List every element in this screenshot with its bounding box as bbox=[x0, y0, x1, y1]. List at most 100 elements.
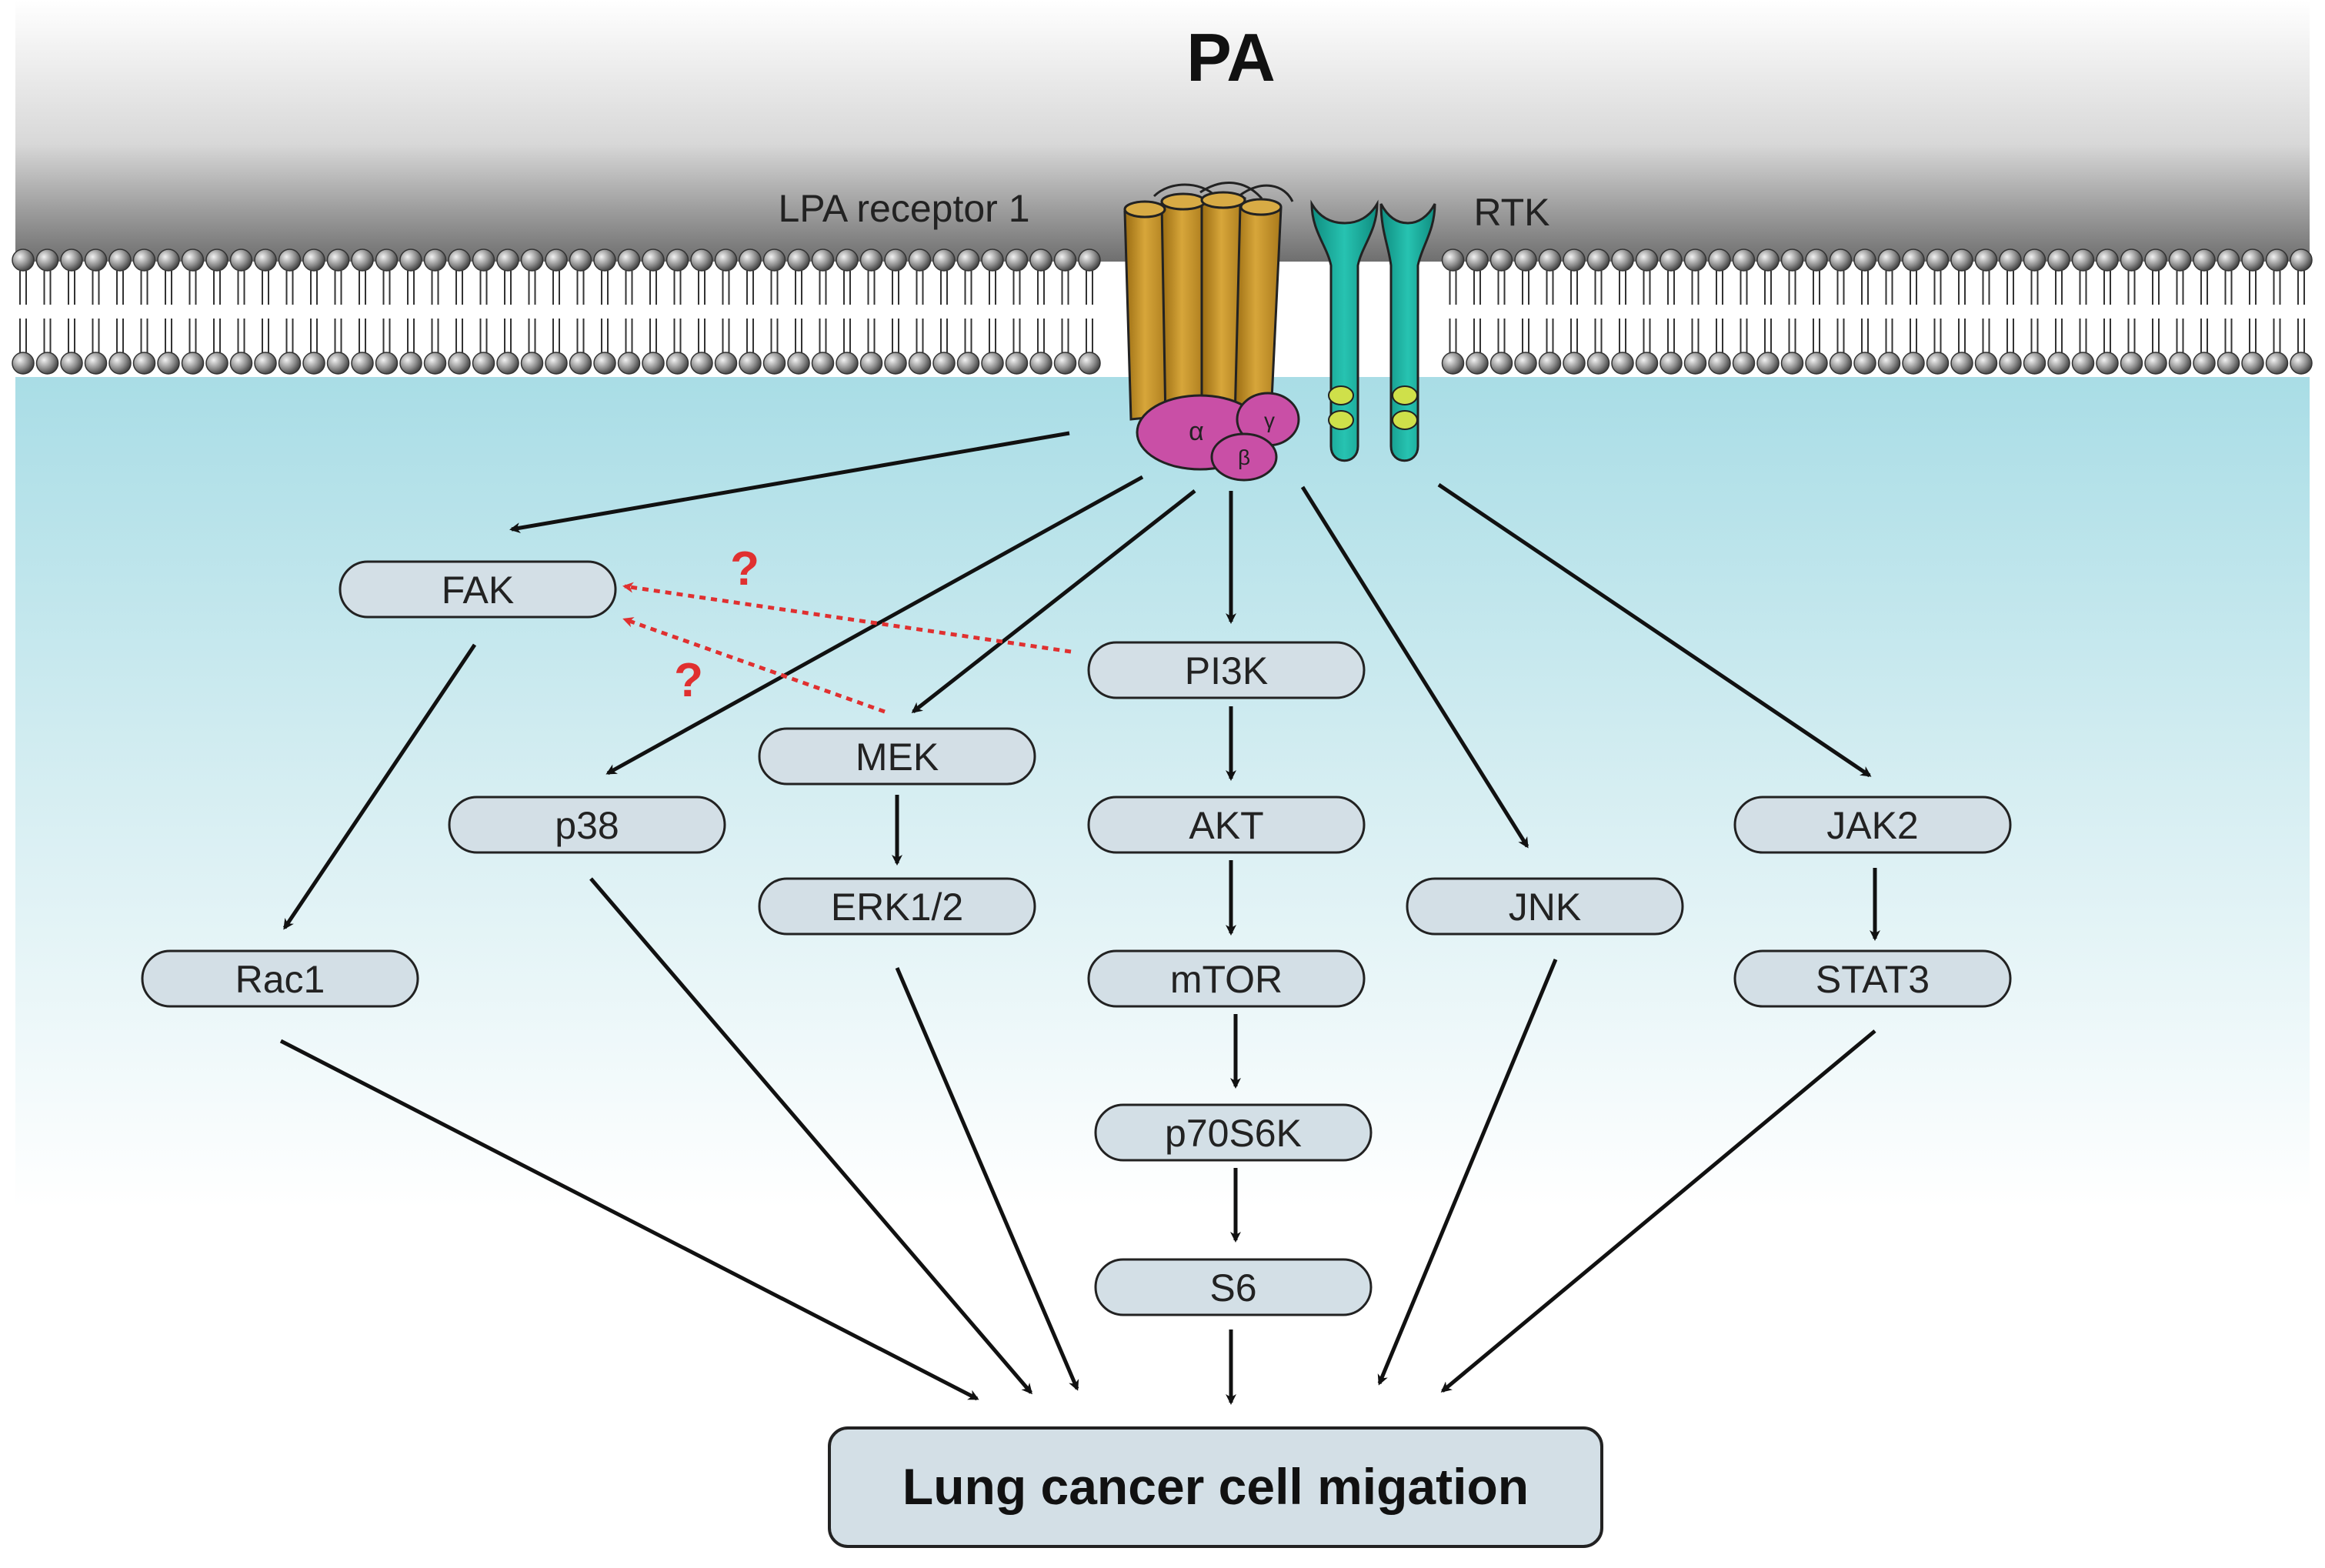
lipid-head bbox=[1563, 249, 1586, 272]
lipid-head bbox=[1902, 249, 1925, 272]
lipid-head bbox=[302, 249, 325, 272]
arrow-receptor-to-fak bbox=[509, 431, 1070, 534]
lipid-head bbox=[1829, 249, 1853, 272]
lipid-head bbox=[1974, 249, 1998, 272]
node-label: Rac1 bbox=[235, 958, 325, 1001]
lipid-head bbox=[229, 352, 253, 375]
lipid-head bbox=[1078, 352, 1101, 375]
lipid-head bbox=[642, 249, 665, 272]
node-label: mTOR bbox=[1170, 958, 1283, 1001]
lipid-head bbox=[326, 352, 350, 375]
node-stat3: STAT3 bbox=[1733, 949, 2012, 1008]
node-label: S6 bbox=[1209, 1266, 1256, 1309]
lipid-head bbox=[1950, 249, 1973, 272]
lipid-head bbox=[1708, 352, 1731, 375]
lipid-head bbox=[569, 249, 592, 272]
node-jak2: JAK2 bbox=[1733, 796, 2012, 854]
lipid-head bbox=[35, 249, 59, 272]
lipid-head bbox=[84, 249, 108, 272]
lipid-head bbox=[326, 249, 350, 272]
lipid-head bbox=[932, 249, 956, 272]
lipid-head bbox=[1950, 352, 1973, 375]
lipid-head bbox=[1466, 352, 1489, 375]
lipid-head bbox=[1053, 249, 1077, 272]
lipid-head bbox=[12, 249, 35, 272]
lipid-head bbox=[1756, 249, 1780, 272]
lipid-head bbox=[1005, 249, 1029, 272]
lipid-head bbox=[2217, 352, 2240, 375]
lipid-head bbox=[1441, 352, 1465, 375]
lipid-head bbox=[35, 352, 59, 375]
lipid-head bbox=[181, 249, 205, 272]
lipid-head bbox=[836, 249, 859, 272]
lipid-head bbox=[60, 352, 83, 375]
lipid-head bbox=[762, 249, 786, 272]
g-gamma-label: γ bbox=[1264, 409, 1275, 432]
lipid-head bbox=[593, 352, 616, 375]
lipid-head bbox=[2144, 249, 2167, 272]
lipid-head bbox=[811, 352, 835, 375]
lipid-head bbox=[1926, 249, 1950, 272]
lipid-head bbox=[181, 352, 205, 375]
lipid-head bbox=[908, 249, 932, 272]
lipid-head bbox=[1780, 249, 1804, 272]
lipid-head bbox=[2193, 352, 2216, 375]
lipid-head bbox=[1053, 352, 1077, 375]
lipid-head bbox=[1999, 352, 2022, 375]
lipid-head bbox=[884, 352, 907, 375]
lipid-head bbox=[665, 352, 689, 375]
node-fak: FAK bbox=[339, 560, 617, 619]
g-beta-label: β bbox=[1238, 445, 1250, 469]
lipid-head bbox=[859, 352, 883, 375]
lipid-bilayer bbox=[12, 249, 2313, 375]
lipid-head bbox=[690, 352, 713, 375]
lipid-head bbox=[1441, 249, 1465, 272]
lipid-head bbox=[2265, 352, 2289, 375]
node-s6: S6 bbox=[1094, 1258, 1373, 1316]
lipid-head bbox=[2241, 352, 2264, 375]
lipid-head bbox=[351, 249, 374, 272]
lipid-head bbox=[714, 352, 738, 375]
lipid-head bbox=[787, 352, 810, 375]
lpa-receptor-1 bbox=[1123, 182, 1294, 423]
lipid-head bbox=[2168, 249, 2192, 272]
lipid-head bbox=[2023, 249, 2046, 272]
lipid-head bbox=[2071, 352, 2095, 375]
lipid-head bbox=[132, 249, 156, 272]
lipid-head bbox=[1780, 352, 1804, 375]
arrow-receptor-to-jnk bbox=[1300, 485, 1529, 849]
lipid-head bbox=[1466, 249, 1489, 272]
rtk-phospho-dot bbox=[1328, 385, 1354, 405]
rtk-phospho-dot bbox=[1392, 410, 1418, 430]
lipid-head bbox=[836, 352, 859, 375]
node-label: JAK2 bbox=[1826, 804, 1919, 847]
lipid-head bbox=[2144, 352, 2167, 375]
lipid-head bbox=[908, 352, 932, 375]
lipid-head bbox=[2047, 352, 2070, 375]
lipid-head bbox=[1489, 249, 1513, 272]
lipid-head bbox=[932, 352, 956, 375]
g-alpha-label: α bbox=[1189, 417, 1204, 446]
lipid-head bbox=[1853, 249, 1876, 272]
lipid-head bbox=[1756, 352, 1780, 375]
node-label: FAK bbox=[442, 569, 514, 612]
lipid-head bbox=[2290, 352, 2313, 375]
node-label: AKT bbox=[1189, 804, 1263, 847]
lipid-head bbox=[1708, 249, 1731, 272]
lipid-head bbox=[375, 249, 399, 272]
node-label: ERK1/2 bbox=[831, 886, 963, 929]
node-pi3k: PI3K bbox=[1087, 641, 1366, 699]
rtk-phospho-dot bbox=[1328, 410, 1354, 430]
lipid-head bbox=[205, 352, 228, 375]
node-jnk: JNK bbox=[1406, 877, 1684, 936]
lipid-head bbox=[399, 249, 422, 272]
lipid-head bbox=[545, 352, 568, 375]
lipid-head bbox=[157, 352, 180, 375]
rtk-label: RTK bbox=[1473, 191, 1549, 234]
lipid-head bbox=[108, 352, 132, 375]
lipid-head bbox=[1660, 352, 1683, 375]
lipid-head bbox=[157, 249, 180, 272]
lipid-head bbox=[375, 352, 399, 375]
lipid-head bbox=[302, 352, 325, 375]
